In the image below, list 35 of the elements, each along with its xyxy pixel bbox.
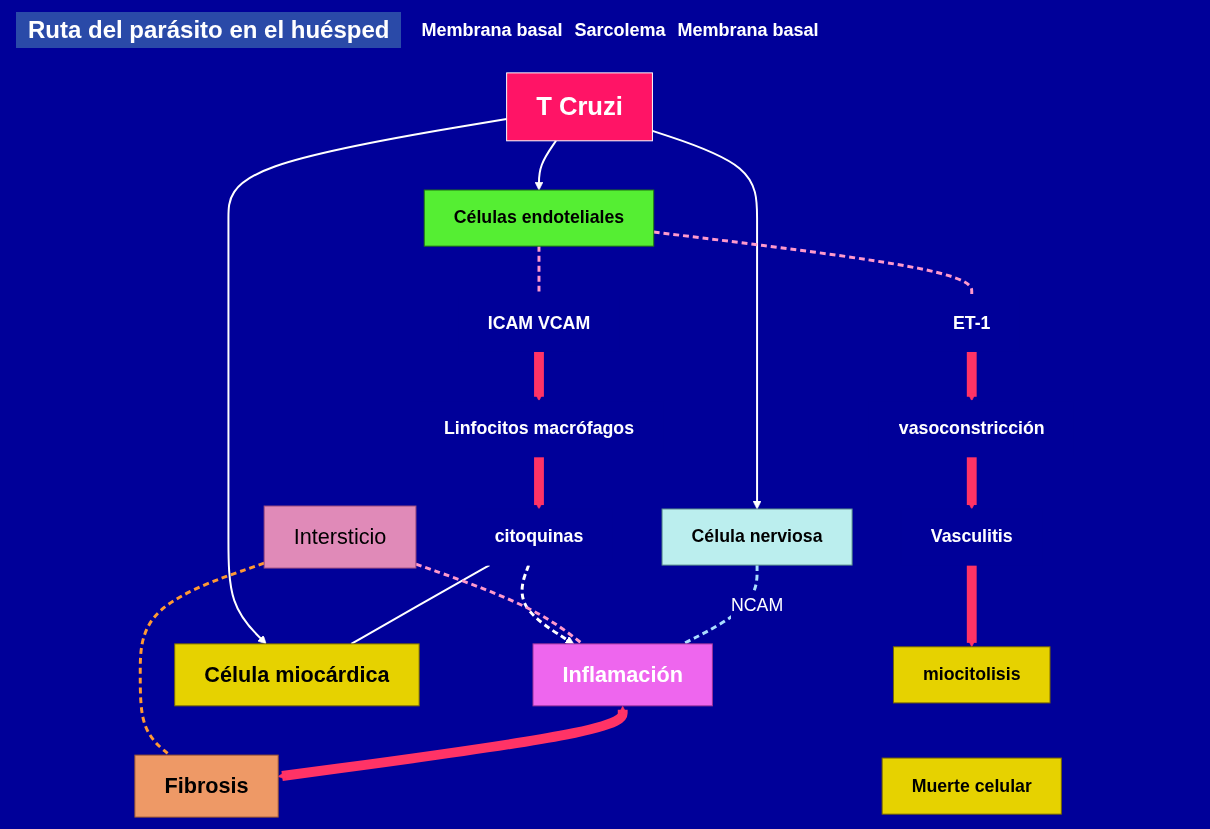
node-box: Células endoteliales xyxy=(424,189,655,247)
node-text: vasoconstricción xyxy=(899,417,1046,438)
node-text: Vasculitis xyxy=(931,526,1014,546)
node-box: Inflamación xyxy=(533,642,714,706)
node-box: Intersticio xyxy=(264,505,417,569)
arrow xyxy=(967,455,978,509)
arrow xyxy=(534,455,545,509)
node-box: Muerte celular xyxy=(882,757,1063,815)
node-text: Linfocitos macrófagos xyxy=(444,417,635,438)
connector xyxy=(682,564,760,645)
connector xyxy=(350,563,492,645)
arrow xyxy=(967,564,978,647)
membrane-label: Membrana basal xyxy=(421,19,563,41)
membrane-label: Sarcolema xyxy=(574,19,666,41)
connector xyxy=(139,561,266,756)
connector xyxy=(415,562,584,645)
connector xyxy=(654,230,974,295)
node-box: Célula miocárdica xyxy=(174,642,421,706)
node-text: ET-1 xyxy=(953,312,991,333)
node-text: citoquinas xyxy=(495,526,584,546)
membrane-label: Membrana basal xyxy=(677,19,819,41)
arrow xyxy=(521,564,575,644)
node-box: Fibrosis xyxy=(134,754,280,818)
node-text: ICAM VCAM xyxy=(488,312,591,333)
node-box: Célula nerviosa xyxy=(662,508,854,566)
arrow xyxy=(967,350,978,401)
edge-label: NCAM xyxy=(731,595,784,615)
arrow xyxy=(651,129,762,509)
arrow xyxy=(535,139,558,190)
node-box: T Cruzi xyxy=(506,71,654,141)
node-box: miocitolisis xyxy=(893,645,1051,703)
arrow xyxy=(278,705,629,781)
title-banner: Ruta del parásito en el huésped xyxy=(16,12,402,48)
arrow xyxy=(534,350,545,401)
arrow xyxy=(227,117,509,644)
